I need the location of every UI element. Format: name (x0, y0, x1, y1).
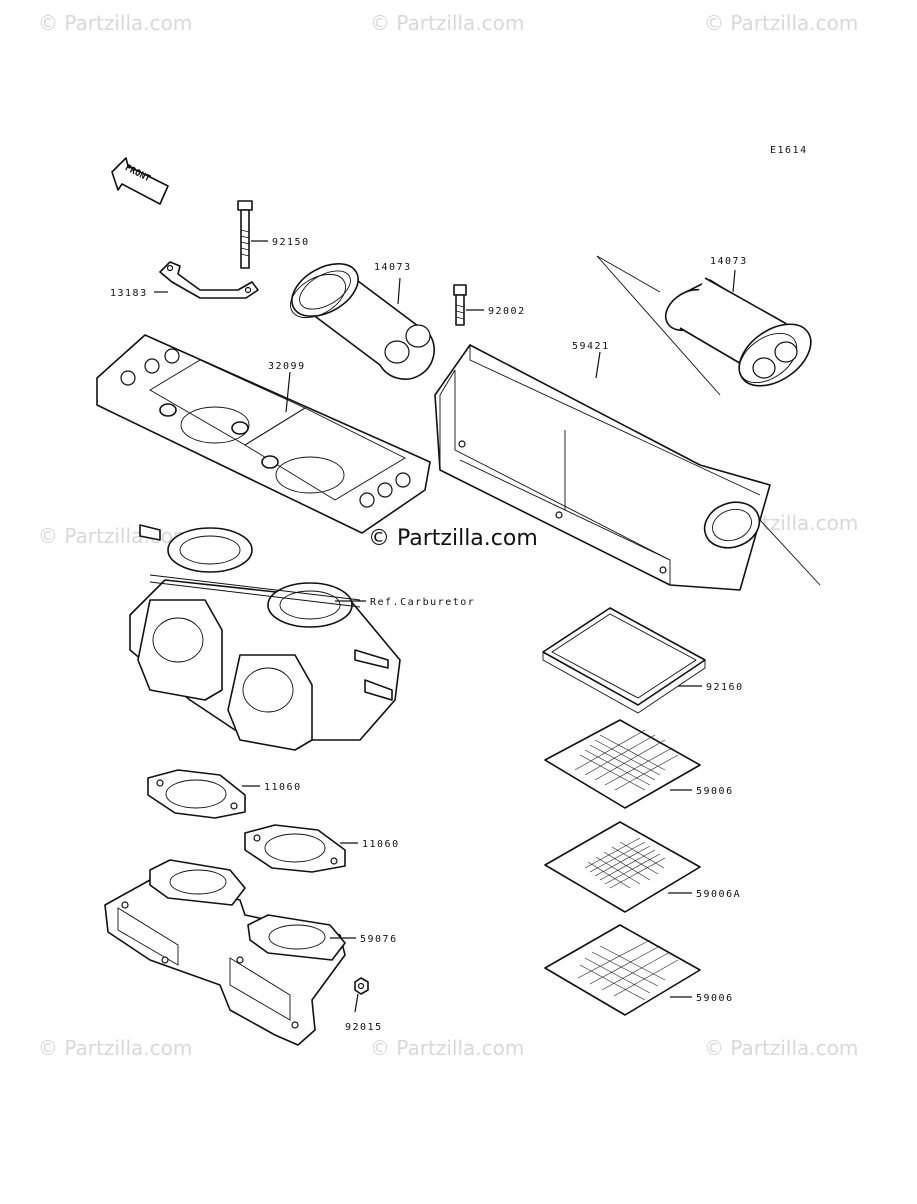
callout-14073-left: 14073 (374, 262, 412, 273)
watermark: © Partzilla.com (38, 1036, 192, 1060)
callout-59006-lower: 59006 (696, 993, 734, 1004)
center-watermark: © Partzilla.com (368, 526, 538, 551)
front-arrow-icon: FRONT (111, 157, 169, 205)
callout-92150: 92150 (272, 237, 310, 248)
callout-59006-upper: 59006 (696, 786, 734, 797)
bracket-13183 (159, 261, 259, 299)
watermark: © Partzilla.com (370, 1036, 524, 1060)
diagram-code: E1614 (770, 145, 808, 156)
carburetor-assembly (129, 524, 401, 751)
bolt-92150 (237, 200, 253, 269)
gasket-11060-lower (244, 824, 346, 873)
callout-92002: 92002 (488, 306, 526, 317)
callout-14073-right: 14073 (710, 256, 748, 267)
intake-manifold-59076 (104, 859, 346, 1046)
callout-13183: 13183 (110, 288, 148, 299)
callout-11060-lower: 11060 (362, 839, 400, 850)
callout-ref-carburetor: Ref.Carburetor (370, 597, 475, 608)
watermark: © Partzilla.com (38, 524, 192, 548)
screen-59006A (544, 821, 701, 913)
watermark: © Partzilla.com (704, 1036, 858, 1060)
screen-59006-lower (544, 924, 701, 1016)
callout-32099: 32099 (268, 361, 306, 372)
callout-59421: 59421 (572, 341, 610, 352)
watermark: © Partzilla.com (370, 11, 524, 35)
intake-tube-14073-left (290, 262, 435, 380)
gasket-92160 (542, 607, 706, 714)
bolt-92002 (453, 284, 467, 326)
callout-59076: 59076 (360, 934, 398, 945)
airbox-cover-59421 (434, 344, 771, 591)
callout-11060-upper: 11060 (264, 782, 302, 793)
callout-92160: 92160 (706, 682, 744, 693)
screen-59006-upper (544, 719, 701, 809)
gasket-11060-upper (147, 769, 246, 819)
intake-tube-14073-right (664, 277, 812, 387)
callout-92015: 92015 (345, 1022, 383, 1033)
watermark: © Partzilla.com (704, 11, 858, 35)
callout-59006A: 59006A (696, 889, 741, 900)
airbox-base-32099 (96, 334, 431, 534)
nut-92015 (354, 977, 369, 995)
watermark: © Partzilla.com (38, 11, 192, 35)
